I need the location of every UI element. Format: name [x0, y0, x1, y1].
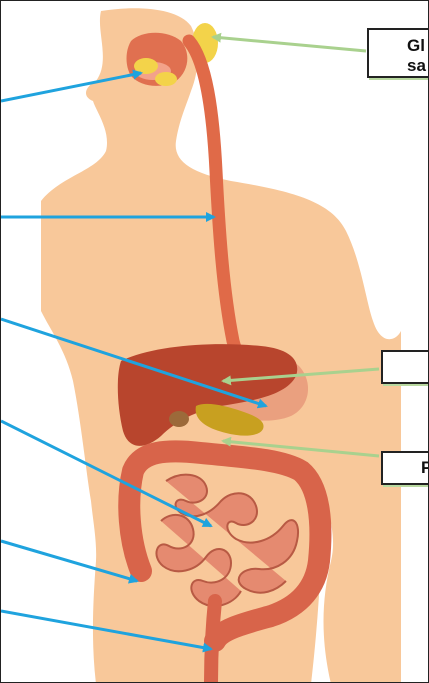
arrow-salivary-glands: [213, 37, 366, 51]
salivary-gland-cheek: [134, 58, 158, 74]
label-salivary-glands-line2: sa: [407, 56, 429, 76]
gallbladder: [169, 411, 189, 427]
label-salivary-glands: Gl sa: [367, 28, 429, 78]
rectum: [211, 601, 215, 683]
label-pancreas-text: P: [421, 458, 429, 477]
label-pancreas: P: [381, 451, 429, 485]
label-liver: [381, 350, 429, 384]
label-salivary-glands-line1: Gl: [407, 36, 429, 56]
salivary-gland-jaw: [155, 72, 177, 86]
